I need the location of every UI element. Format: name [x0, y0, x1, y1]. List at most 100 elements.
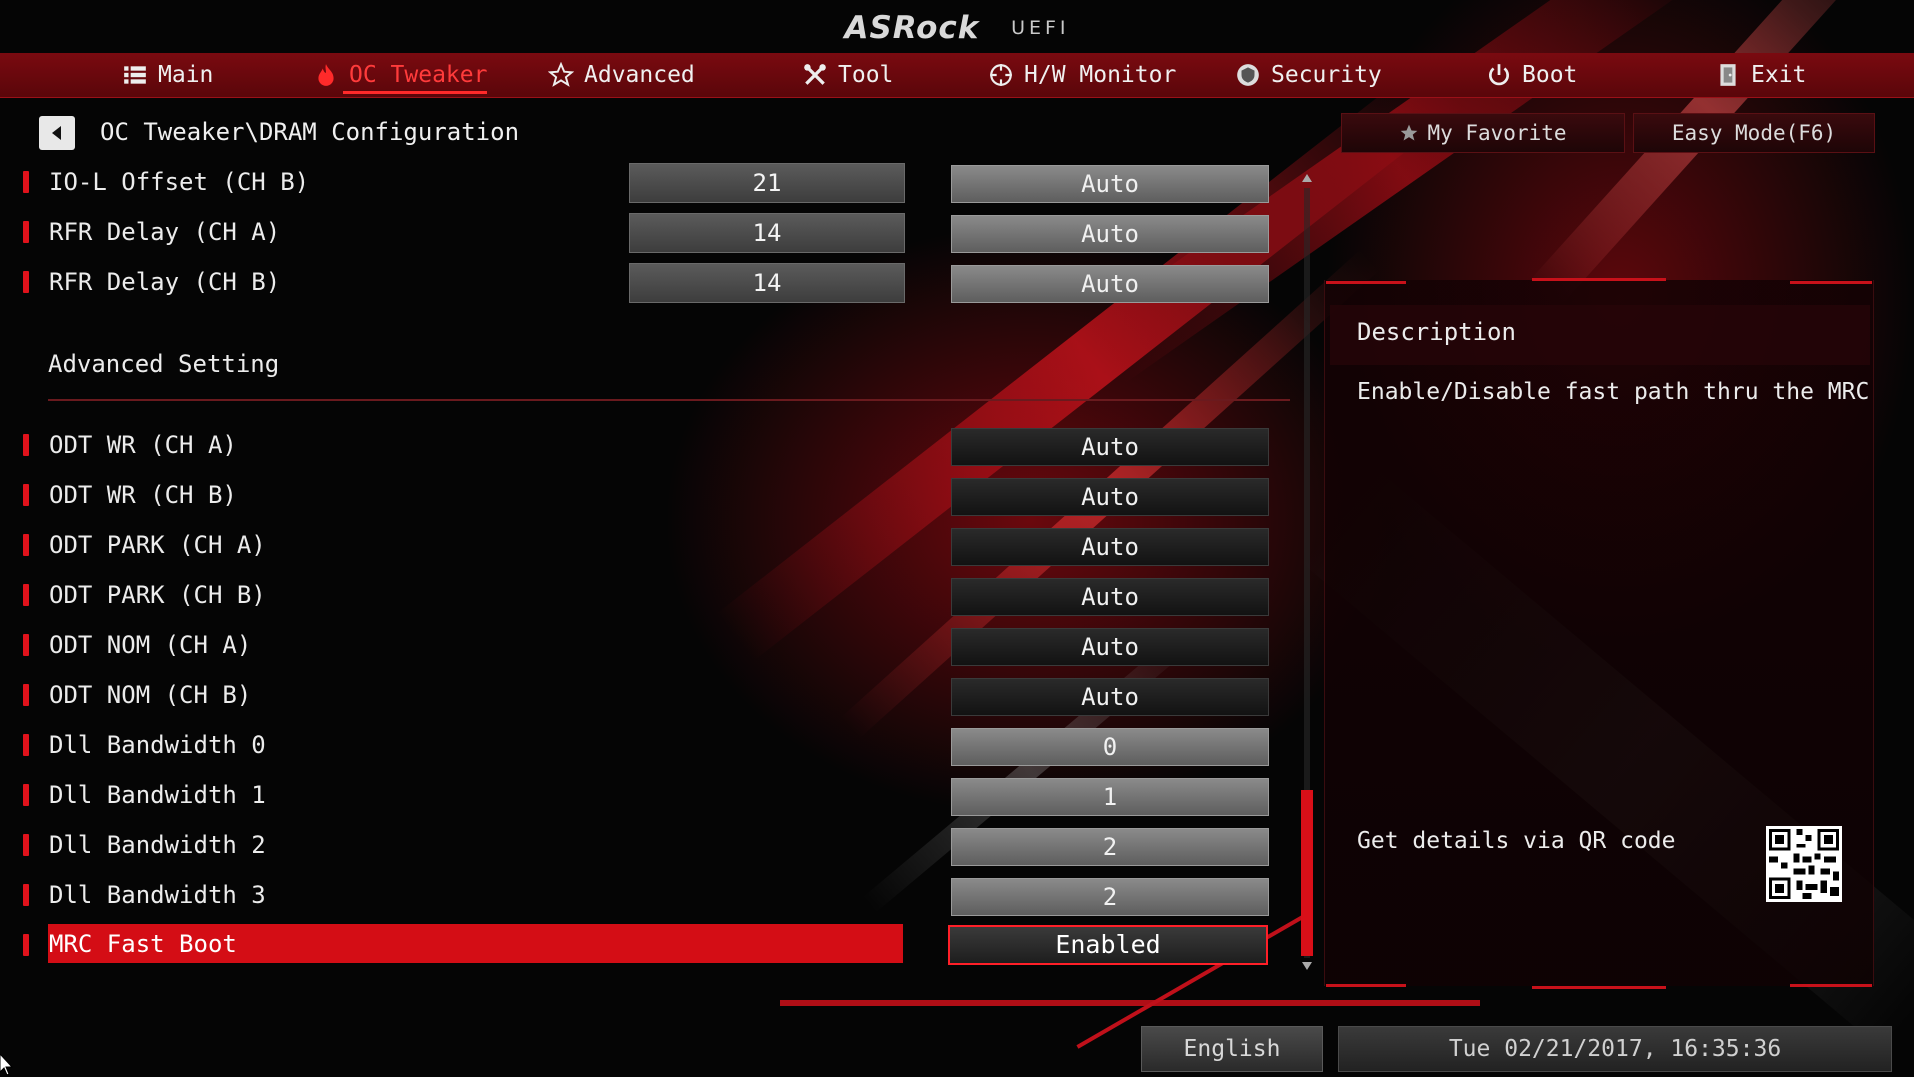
setting-row[interactable]: RFR Delay (CH A) 14 Auto — [0, 213, 1300, 253]
setting-label: ODT WR (CH B) — [49, 481, 237, 509]
setting-label: Dll Bandwidth 0 — [49, 731, 266, 759]
tab-tool[interactable]: Tool — [802, 53, 893, 97]
row-marker — [23, 734, 29, 756]
setting-row[interactable]: Dll Bandwidth 2 2 — [0, 826, 1300, 866]
easy-mode-button[interactable]: Easy Mode(F6) — [1633, 113, 1875, 153]
scroll-track — [1304, 188, 1310, 958]
setting-row[interactable]: RFR Delay (CH B) 14 Auto — [0, 263, 1300, 303]
setting-row[interactable]: Dll Bandwidth 3 2 — [0, 876, 1300, 916]
exit-door-icon — [1720, 64, 1736, 86]
setting-row[interactable]: ODT PARK (CH A) Auto — [0, 526, 1300, 566]
setting-label: RFR Delay (CH A) — [49, 218, 281, 246]
setting-option[interactable]: 0 — [951, 728, 1269, 766]
uefi-label: UEFI — [1011, 17, 1070, 39]
row-marker — [23, 484, 29, 506]
setting-option[interactable]: Auto — [951, 428, 1269, 466]
setting-option[interactable]: Auto — [951, 678, 1269, 716]
setting-row-selected[interactable]: MRC Fast Boot Enabled — [0, 924, 1300, 965]
tab-boot-label: Boot — [1522, 62, 1578, 88]
setting-label: ODT NOM (CH A) — [49, 631, 252, 659]
tab-exit[interactable]: Exit — [1715, 53, 1806, 97]
row-marker — [23, 534, 29, 556]
language-selector[interactable]: English — [1141, 1026, 1323, 1072]
scroll-thumb[interactable] — [1301, 790, 1313, 956]
tab-advanced-label: Advanced — [584, 62, 695, 88]
tab-tool-label: Tool — [838, 62, 894, 88]
back-arrow-icon — [52, 126, 61, 140]
description-title: Description — [1357, 318, 1516, 346]
flame-icon — [318, 64, 334, 86]
tab-main-label: Main — [158, 62, 214, 88]
current-value: 14 — [629, 263, 905, 303]
row-marker — [23, 634, 29, 656]
setting-label: ODT PARK (CH A) — [49, 531, 266, 559]
selection-highlight — [48, 924, 903, 963]
panel-bottom-decoration — [1790, 984, 1872, 987]
panel-top-decoration — [1326, 281, 1406, 284]
setting-option[interactable]: Auto — [951, 215, 1269, 253]
setting-option[interactable]: Auto — [951, 578, 1269, 616]
star-icon — [1401, 124, 1418, 141]
qr-caption: Get details via QR code — [1357, 828, 1676, 854]
star-icon — [548, 62, 574, 87]
back-button[interactable] — [39, 116, 75, 150]
setting-option[interactable]: Auto — [951, 628, 1269, 666]
setting-row[interactable]: Dll Bandwidth 0 0 — [0, 726, 1300, 766]
tab-main[interactable]: Main — [122, 53, 213, 97]
row-marker — [23, 271, 29, 293]
tab-hw-monitor[interactable]: H/W Monitor — [988, 53, 1176, 97]
setting-option[interactable]: Auto — [951, 265, 1269, 303]
tab-exit-label: Exit — [1751, 62, 1807, 88]
tab-hw-monitor-label: H/W Monitor — [1024, 62, 1177, 88]
tools-icon — [804, 64, 826, 85]
my-favorite-label: My Favorite — [1427, 121, 1567, 145]
setting-row[interactable]: ODT WR (CH A) Auto — [0, 426, 1300, 466]
date-time-display: Tue 02/21/2017, 16:35:36 — [1338, 1026, 1892, 1072]
crosshair-icon — [990, 64, 1012, 86]
setting-label: ODT PARK (CH B) — [49, 581, 266, 609]
brand-header: ASRock UEFI — [0, 10, 1914, 46]
current-value: 21 — [629, 163, 905, 203]
scroll-up-icon[interactable] — [1301, 172, 1313, 184]
asrock-logo: ASRock — [844, 10, 980, 46]
tab-oc-tweaker[interactable]: OC Tweaker — [313, 53, 488, 97]
setting-label: Dll Bandwidth 1 — [49, 781, 266, 809]
shield-icon — [1237, 64, 1259, 86]
tab-boot[interactable]: Boot — [1486, 53, 1577, 97]
setting-row[interactable]: ODT WR (CH B) Auto — [0, 476, 1300, 516]
row-marker — [23, 884, 29, 906]
scrollbar[interactable] — [1300, 172, 1314, 974]
tab-oc-tweaker-label: OC Tweaker — [349, 62, 488, 88]
setting-option[interactable]: 2 — [951, 828, 1269, 866]
breadcrumb: OC Tweaker\DRAM Configuration — [100, 118, 520, 146]
setting-option-focused[interactable]: Enabled — [948, 925, 1268, 965]
setting-option[interactable]: Auto — [951, 528, 1269, 566]
setting-label: MRC Fast Boot — [49, 930, 237, 958]
my-favorite-button[interactable]: My Favorite — [1341, 113, 1625, 153]
row-marker — [23, 434, 29, 456]
scroll-down-icon[interactable] — [1301, 960, 1313, 972]
setting-row[interactable]: IO-L Offset (CH B) 21 Auto — [0, 163, 1300, 203]
tab-security[interactable]: Security — [1235, 53, 1382, 97]
main-navigation: Main OC Tweaker Advanced Tool H/W Monito… — [0, 53, 1914, 98]
setting-row[interactable]: ODT PARK (CH B) Auto — [0, 576, 1300, 616]
power-icon — [1489, 64, 1509, 86]
list-icon — [124, 66, 146, 84]
description-text: Enable/Disable fast path thru the MRC — [1357, 379, 1870, 405]
description-header — [1330, 305, 1870, 365]
setting-row[interactable]: ODT NOM (CH B) Auto — [0, 676, 1300, 716]
tab-advanced[interactable]: Advanced — [548, 53, 695, 97]
setting-label: Dll Bandwidth 3 — [49, 881, 266, 909]
row-marker — [23, 684, 29, 706]
row-marker — [23, 784, 29, 806]
setting-option[interactable]: Auto — [951, 478, 1269, 516]
setting-row[interactable]: Dll Bandwidth 1 1 — [0, 776, 1300, 816]
setting-label: ODT WR (CH A) — [49, 431, 237, 459]
setting-option[interactable]: Auto — [951, 165, 1269, 203]
section-heading: Advanced Setting — [48, 350, 280, 378]
setting-option[interactable]: 2 — [951, 878, 1269, 916]
setting-label: RFR Delay (CH B) — [49, 268, 281, 296]
setting-row[interactable]: ODT NOM (CH A) Auto — [0, 626, 1300, 666]
setting-option[interactable]: 1 — [951, 778, 1269, 816]
row-marker — [23, 171, 29, 193]
